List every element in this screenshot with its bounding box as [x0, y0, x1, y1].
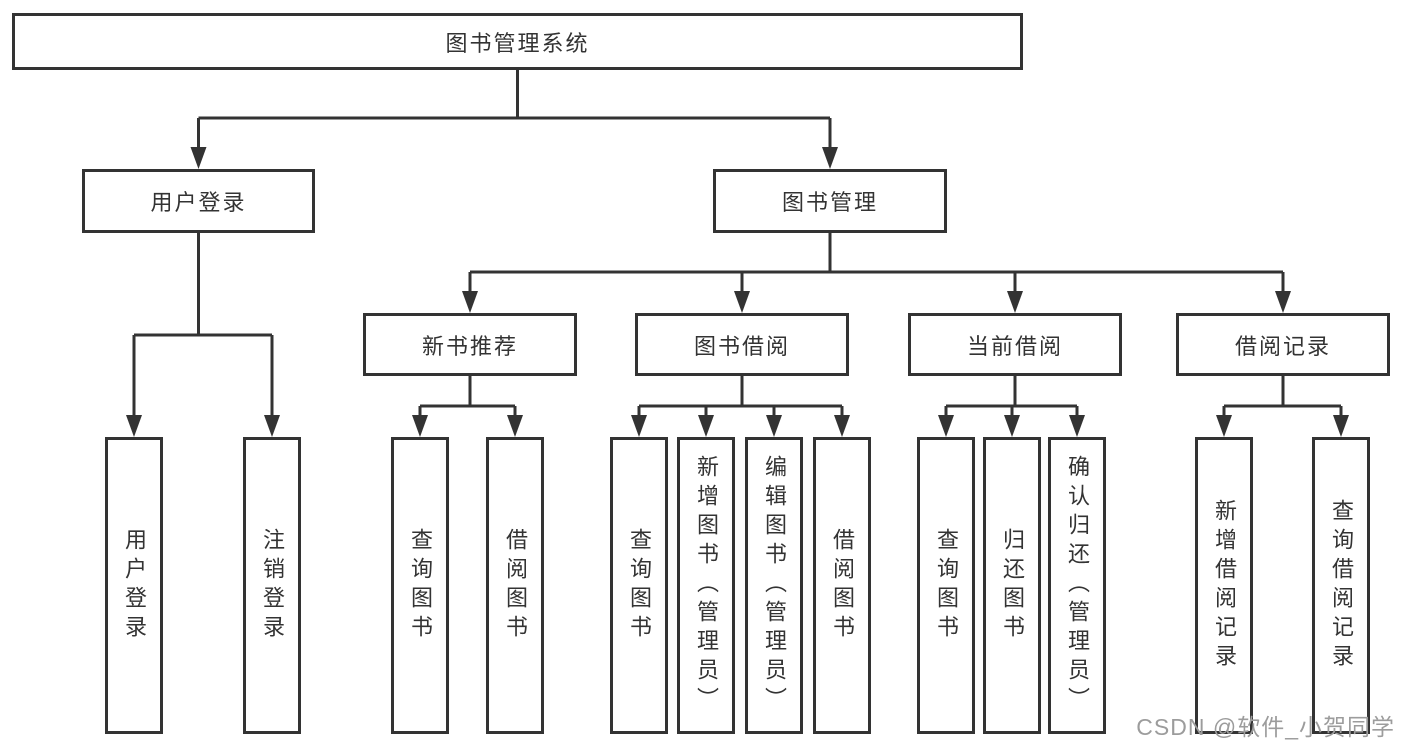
- leaf-newbook-borrow-books-label: 借阅图书: [503, 527, 528, 644]
- connector-current-borrowing-to-leaves: [938, 376, 1085, 437]
- node-book-management: 图书管理: [713, 169, 947, 233]
- connector-book-management-to-level3: [462, 233, 1291, 313]
- connector-user-login-to-leaves: [126, 233, 280, 437]
- csdn-watermark: CSDN @软件_小贺同学: [1136, 714, 1395, 740]
- leaf-logout: 注销登录: [243, 437, 301, 734]
- leaf-borrow-edit-books-admin: 编辑图书（管理员）: [745, 437, 803, 734]
- leaf-records-add-record: 新增借阅记录: [1195, 437, 1253, 734]
- leaf-borrow-add-books-admin: 新增图书（管理员）: [677, 437, 735, 734]
- leaf-current-return-books: 归还图书: [983, 437, 1041, 734]
- leaf-logout-label: 注销登录: [260, 527, 285, 644]
- leaf-current-query-books: 查询图书: [917, 437, 975, 734]
- node-root-label: 图书管理系统: [445, 30, 590, 56]
- leaf-current-confirm-return-admin: 确认归还（管理员）: [1048, 437, 1106, 734]
- node-current-borrowing-label: 当前借阅: [966, 333, 1063, 359]
- node-new-book-recommend: 新书推荐: [363, 313, 577, 376]
- leaf-newbook-query-books: 查询图书: [391, 437, 449, 734]
- connector-root-to-level2: [190, 70, 838, 169]
- node-root: 图书管理系统: [12, 13, 1023, 70]
- node-book-borrowing-label: 图书借阅: [693, 333, 790, 359]
- connector-borrow-records-to-leaves: [1216, 376, 1349, 437]
- leaf-borrow-add-books-admin-label: 新增图书（管理员）: [694, 455, 719, 716]
- node-user-login-label: 用户登录: [150, 190, 247, 215]
- leaf-user-login: 用户登录: [105, 437, 163, 734]
- leaf-records-query-record: 查询借阅记录: [1312, 437, 1370, 734]
- connector-book-borrowing-to-leaves: [631, 376, 850, 437]
- leaf-borrow-query-books: 查询图书: [610, 437, 668, 734]
- leaf-borrow-borrow-books: 借阅图书: [813, 437, 871, 734]
- leaf-newbook-borrow-books: 借阅图书: [486, 437, 544, 734]
- node-user-login: 用户登录: [82, 169, 315, 233]
- leaf-user-login-label: 用户登录: [122, 527, 147, 644]
- leaf-records-query-record-label: 查询借阅记录: [1329, 498, 1354, 673]
- leaf-current-query-books-label: 查询图书: [934, 527, 959, 644]
- leaf-current-confirm-return-admin-label: 确认归还（管理员）: [1065, 455, 1090, 716]
- node-new-book-recommend-label: 新书推荐: [421, 333, 518, 359]
- node-borrow-records-label: 借阅记录: [1234, 333, 1331, 359]
- node-borrow-records: 借阅记录: [1176, 313, 1390, 376]
- leaf-borrow-borrow-books-label: 借阅图书: [830, 527, 855, 644]
- leaf-borrow-query-books-label: 查询图书: [627, 527, 652, 644]
- leaf-records-add-record-label: 新增借阅记录: [1212, 498, 1237, 673]
- leaf-borrow-edit-books-admin-label: 编辑图书（管理员）: [762, 455, 787, 716]
- node-current-borrowing: 当前借阅: [908, 313, 1122, 376]
- leaf-current-return-books-label: 归还图书: [1000, 527, 1025, 644]
- node-book-management-label: 图书管理: [781, 190, 878, 215]
- node-book-borrowing: 图书借阅: [635, 313, 849, 376]
- connector-new-book-to-leaves: [412, 376, 523, 437]
- leaf-newbook-query-books-label: 查询图书: [408, 527, 433, 644]
